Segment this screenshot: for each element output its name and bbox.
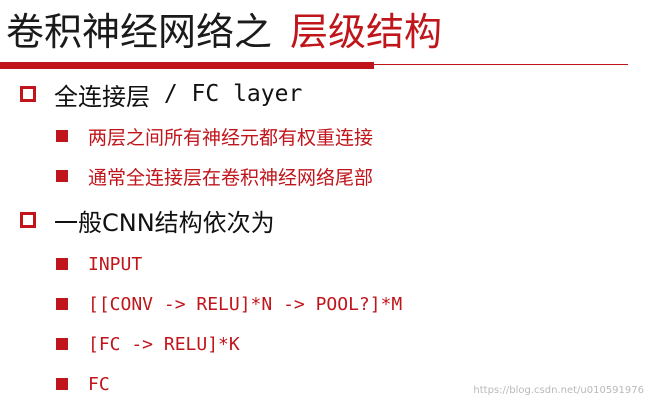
fc-heading-en: / FC layer xyxy=(150,81,303,107)
sub-bullet-fc-1: 两层之间所有神经元都有权重连接 xyxy=(56,121,373,151)
sub-bullet-fc: FC xyxy=(56,369,110,399)
slide-title: 卷积神经网络之层级结构 xyxy=(6,4,442,60)
sub-bullet-fc-2: 通常全连接层在卷积神经网络尾部 xyxy=(56,161,373,191)
bullet-fc-layer: 全连接层 / FC layer xyxy=(20,76,302,112)
solid-square-bullet-icon xyxy=(56,338,68,350)
solid-square-bullet-icon xyxy=(56,258,68,270)
title-underline-thin xyxy=(374,64,628,65)
fc-heading-cn: 全连接层 xyxy=(54,82,150,111)
bullet-cnn-structure: 一般CNN结构依次为 xyxy=(20,202,275,238)
sub-bullet-fc-relu: [FC -> RELU]*K xyxy=(56,329,240,359)
sub-bullet-input: INPUT xyxy=(56,249,142,279)
sub-bullet-text: 两层之间所有神经元都有权重连接 xyxy=(88,126,374,149)
sub-bullet-text: [FC -> RELU]*K xyxy=(88,333,240,355)
solid-square-bullet-icon xyxy=(56,298,68,310)
sub-bullet-text: 通常全连接层在卷积神经网络尾部 xyxy=(88,166,374,189)
hollow-square-bullet-icon xyxy=(20,212,36,228)
title-prefix: 卷积神经网络之 xyxy=(6,10,273,54)
sub-bullet-text: [[CONV -> RELU]*N -> POOL?]*M xyxy=(88,293,403,315)
title-highlight: 层级结构 xyxy=(290,10,443,54)
watermark-text: https://blog.csdn.net/u010591976 xyxy=(473,385,644,396)
solid-square-bullet-icon xyxy=(56,378,68,390)
sub-bullet-conv-relu-pool: [[CONV -> RELU]*N -> POOL?]*M xyxy=(56,289,402,319)
sub-bullet-text: FC xyxy=(88,373,110,395)
solid-square-bullet-icon xyxy=(56,170,68,182)
hollow-square-bullet-icon xyxy=(20,86,36,102)
cnn-structure-heading: 一般CNN结构依次为 xyxy=(54,208,275,237)
solid-square-bullet-icon xyxy=(56,130,68,142)
sub-bullet-text: INPUT xyxy=(88,253,143,275)
title-underline-thick xyxy=(0,62,374,69)
